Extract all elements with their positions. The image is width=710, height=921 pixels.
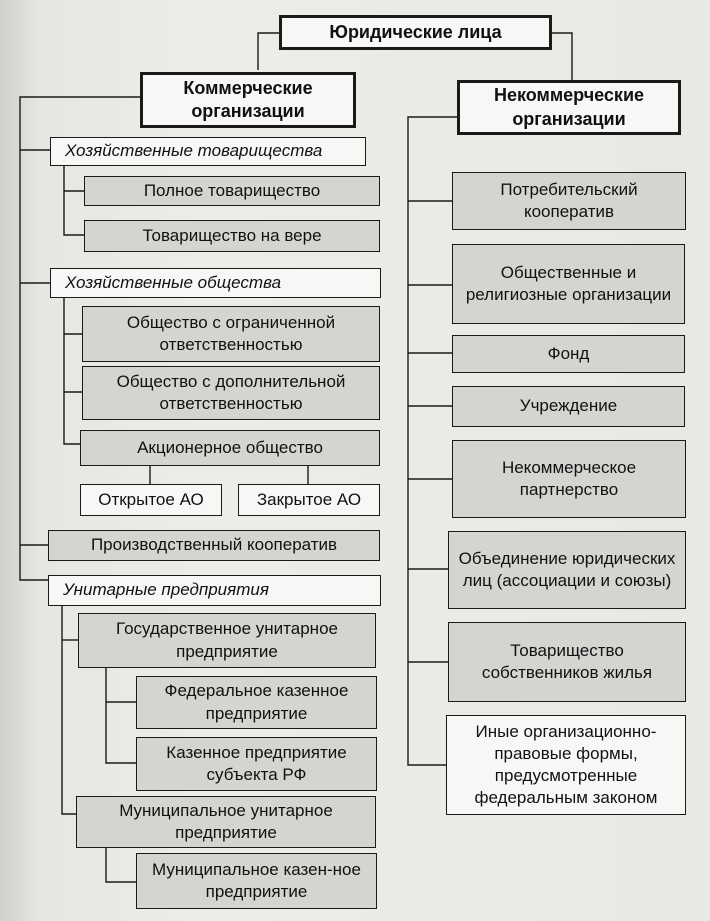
open-jsc-label: Открытое АО — [98, 489, 204, 509]
noncommercial-header: Некоммерческие организации — [457, 80, 681, 135]
root-label: Юридические лица — [329, 21, 502, 42]
noncommercial-title: Некоммерческие организации — [493, 85, 645, 129]
municipal-treasury-enterprise-label: Муниципальное казен-ное предприятие — [152, 859, 361, 901]
public-religious-orgs-label: Общественные и религиозные организации — [465, 262, 672, 304]
regional-treasury-enterprise-label: Казенное предприятие субъекта РФ — [166, 742, 347, 784]
unitary-box: Унитарные предприятия — [48, 575, 381, 606]
closed-jsc-label: Закрытое АО — [256, 489, 362, 509]
federal-treasury-enterprise-label: Федеральное казенное предприятие — [164, 681, 349, 723]
other-forms-label: Иные организационно-правовые формы, пред… — [474, 721, 658, 808]
jsc-label: Акционерное общество — [137, 437, 323, 457]
business-partnerships-box: Хозяйственные товарищества — [50, 137, 366, 166]
consumer-cooperative-label: Потребительский кооператив — [500, 179, 638, 221]
production-cooperative-box: Производственный кооператив — [48, 530, 380, 561]
federal-treasury-enterprise-box: Федеральное казенное предприятие — [136, 676, 377, 729]
nonprofit-partnership-label: Некоммерческое партнерство — [501, 457, 637, 499]
commercial-header: Коммерческие организации — [140, 72, 356, 128]
commercial-title: Коммерческие организации — [183, 77, 313, 121]
full-partnership-label: Полное товарищество — [143, 180, 321, 200]
homeowners-partnership-label: Товарищество собственников жилья — [481, 640, 653, 682]
fund-box: Фонд — [452, 335, 685, 373]
nonprofit-partnership-box: Некоммерческое партнерство — [452, 440, 686, 518]
institution-box: Учреждение — [452, 386, 685, 427]
limited-partnership-label: Товарищество на вере — [142, 225, 322, 245]
consumer-cooperative-box: Потребительский кооператив — [452, 172, 686, 230]
business-companies-title: Хозяйственные общества — [65, 272, 282, 292]
institution-label: Учреждение — [519, 396, 618, 416]
full-partnership-box: Полное товарищество — [84, 176, 380, 206]
other-forms-box: Иные организационно-правовые формы, пред… — [446, 715, 686, 815]
municipal-treasury-enterprise-box: Муниципальное казен-ное предприятие — [136, 853, 377, 909]
public-religious-orgs-box: Общественные и религиозные организации — [452, 244, 685, 324]
municipal-unitary-label: Муниципальное унитарное предприятие — [119, 800, 333, 842]
fund-label: Фонд — [547, 343, 590, 363]
business-companies-box: Хозяйственные общества — [50, 268, 381, 298]
llc-box: Общество с ограниченной ответственностью — [82, 306, 380, 362]
municipal-unitary-box: Муниципальное унитарное предприятие — [76, 796, 376, 848]
llc-label: Общество с ограниченной ответственностью — [126, 312, 336, 354]
state-unitary-box: Государственное унитарное предприятие — [78, 613, 376, 668]
production-cooperative-label: Производственный кооператив — [90, 535, 338, 555]
unitary-title: Унитарные предприятия — [63, 580, 269, 600]
homeowners-partnership-box: Товарищество собственников жилья — [448, 622, 686, 702]
closed-jsc-box: Закрытое АО — [238, 484, 380, 516]
jsc-box: Акционерное общество — [80, 430, 380, 466]
open-jsc-box: Открытое АО — [80, 484, 222, 516]
state-unitary-label: Государственное унитарное предприятие — [116, 619, 338, 661]
root-box: Юридические лица — [279, 15, 552, 50]
regional-treasury-enterprise-box: Казенное предприятие субъекта РФ — [136, 737, 377, 791]
limited-partnership-box: Товарищество на вере — [84, 220, 380, 252]
legal-entities-association-box: Объединение юридических лиц (ассоциации … — [448, 531, 686, 609]
legal-entities-association-label: Объединение юридических лиц (ассоциации … — [458, 548, 676, 590]
alc-box: Общество с дополнительной ответственност… — [82, 366, 380, 420]
alc-label: Общество с дополнительной ответственност… — [116, 371, 346, 413]
business-partnerships-title: Хозяйственные товарищества — [65, 141, 323, 161]
